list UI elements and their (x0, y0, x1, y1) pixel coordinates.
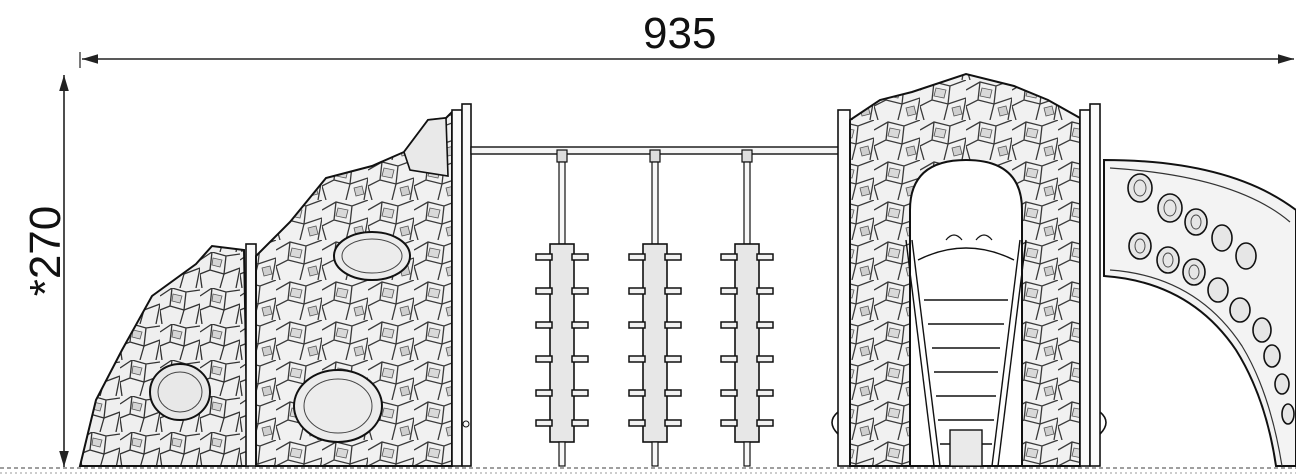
tower-post-left (837, 109, 851, 467)
rock-tower-with-ladder (831, 72, 1107, 467)
slide-holds (1127, 173, 1295, 425)
height-dimension-label: *270 (21, 205, 70, 297)
rock-climbing-wall (78, 103, 472, 467)
slide-panel (1103, 158, 1296, 467)
rock-hole-bottom (293, 369, 383, 443)
climbing-pole-3 (720, 149, 774, 467)
width-dimension (79, 52, 1294, 68)
climbing-pole-1 (535, 149, 589, 467)
small-rock-panel (78, 244, 250, 467)
spinning-climbing-poles (535, 149, 774, 467)
curved-slide-with-holds (1103, 158, 1296, 467)
rock-hole-upper (333, 231, 411, 281)
wall-post-right (451, 109, 463, 467)
width-dimension-label: 935 (643, 9, 717, 58)
wall-post-left (245, 243, 257, 467)
rock-peak (403, 117, 449, 177)
tower-arch-opening (909, 158, 1023, 467)
tower-ladder (905, 239, 1027, 467)
climbing-pole-2 (628, 149, 682, 467)
tower-post-right (1079, 109, 1091, 467)
